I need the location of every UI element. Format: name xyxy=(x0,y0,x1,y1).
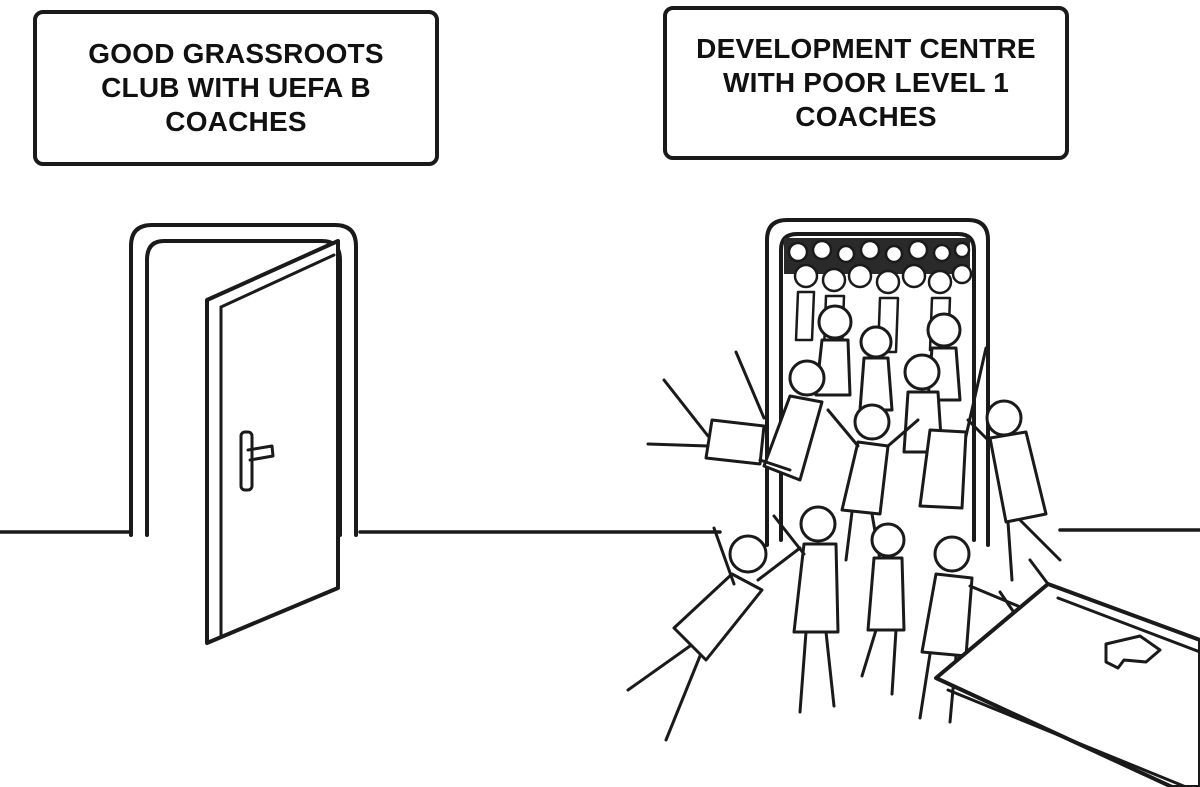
right-door-frame xyxy=(765,218,990,547)
door-handle-icon xyxy=(239,430,275,492)
crowd-figures xyxy=(626,304,1062,742)
floor-line xyxy=(0,528,1200,534)
right-sign-label: DEVELOPMENT CENTRE WITH POOR LEVEL 1 COA… xyxy=(696,33,1036,132)
fallen-door xyxy=(934,582,1200,787)
left-sign-label: GOOD GRASSROOTS CLUB WITH UEFA B COACHES xyxy=(88,38,384,137)
left-door-panel xyxy=(205,239,340,645)
right-sign: DEVELOPMENT CENTRE WITH POOR LEVEL 1 COA… xyxy=(663,6,1069,160)
left-sign: GOOD GRASSROOTS CLUB WITH UEFA B COACHES xyxy=(33,10,439,166)
